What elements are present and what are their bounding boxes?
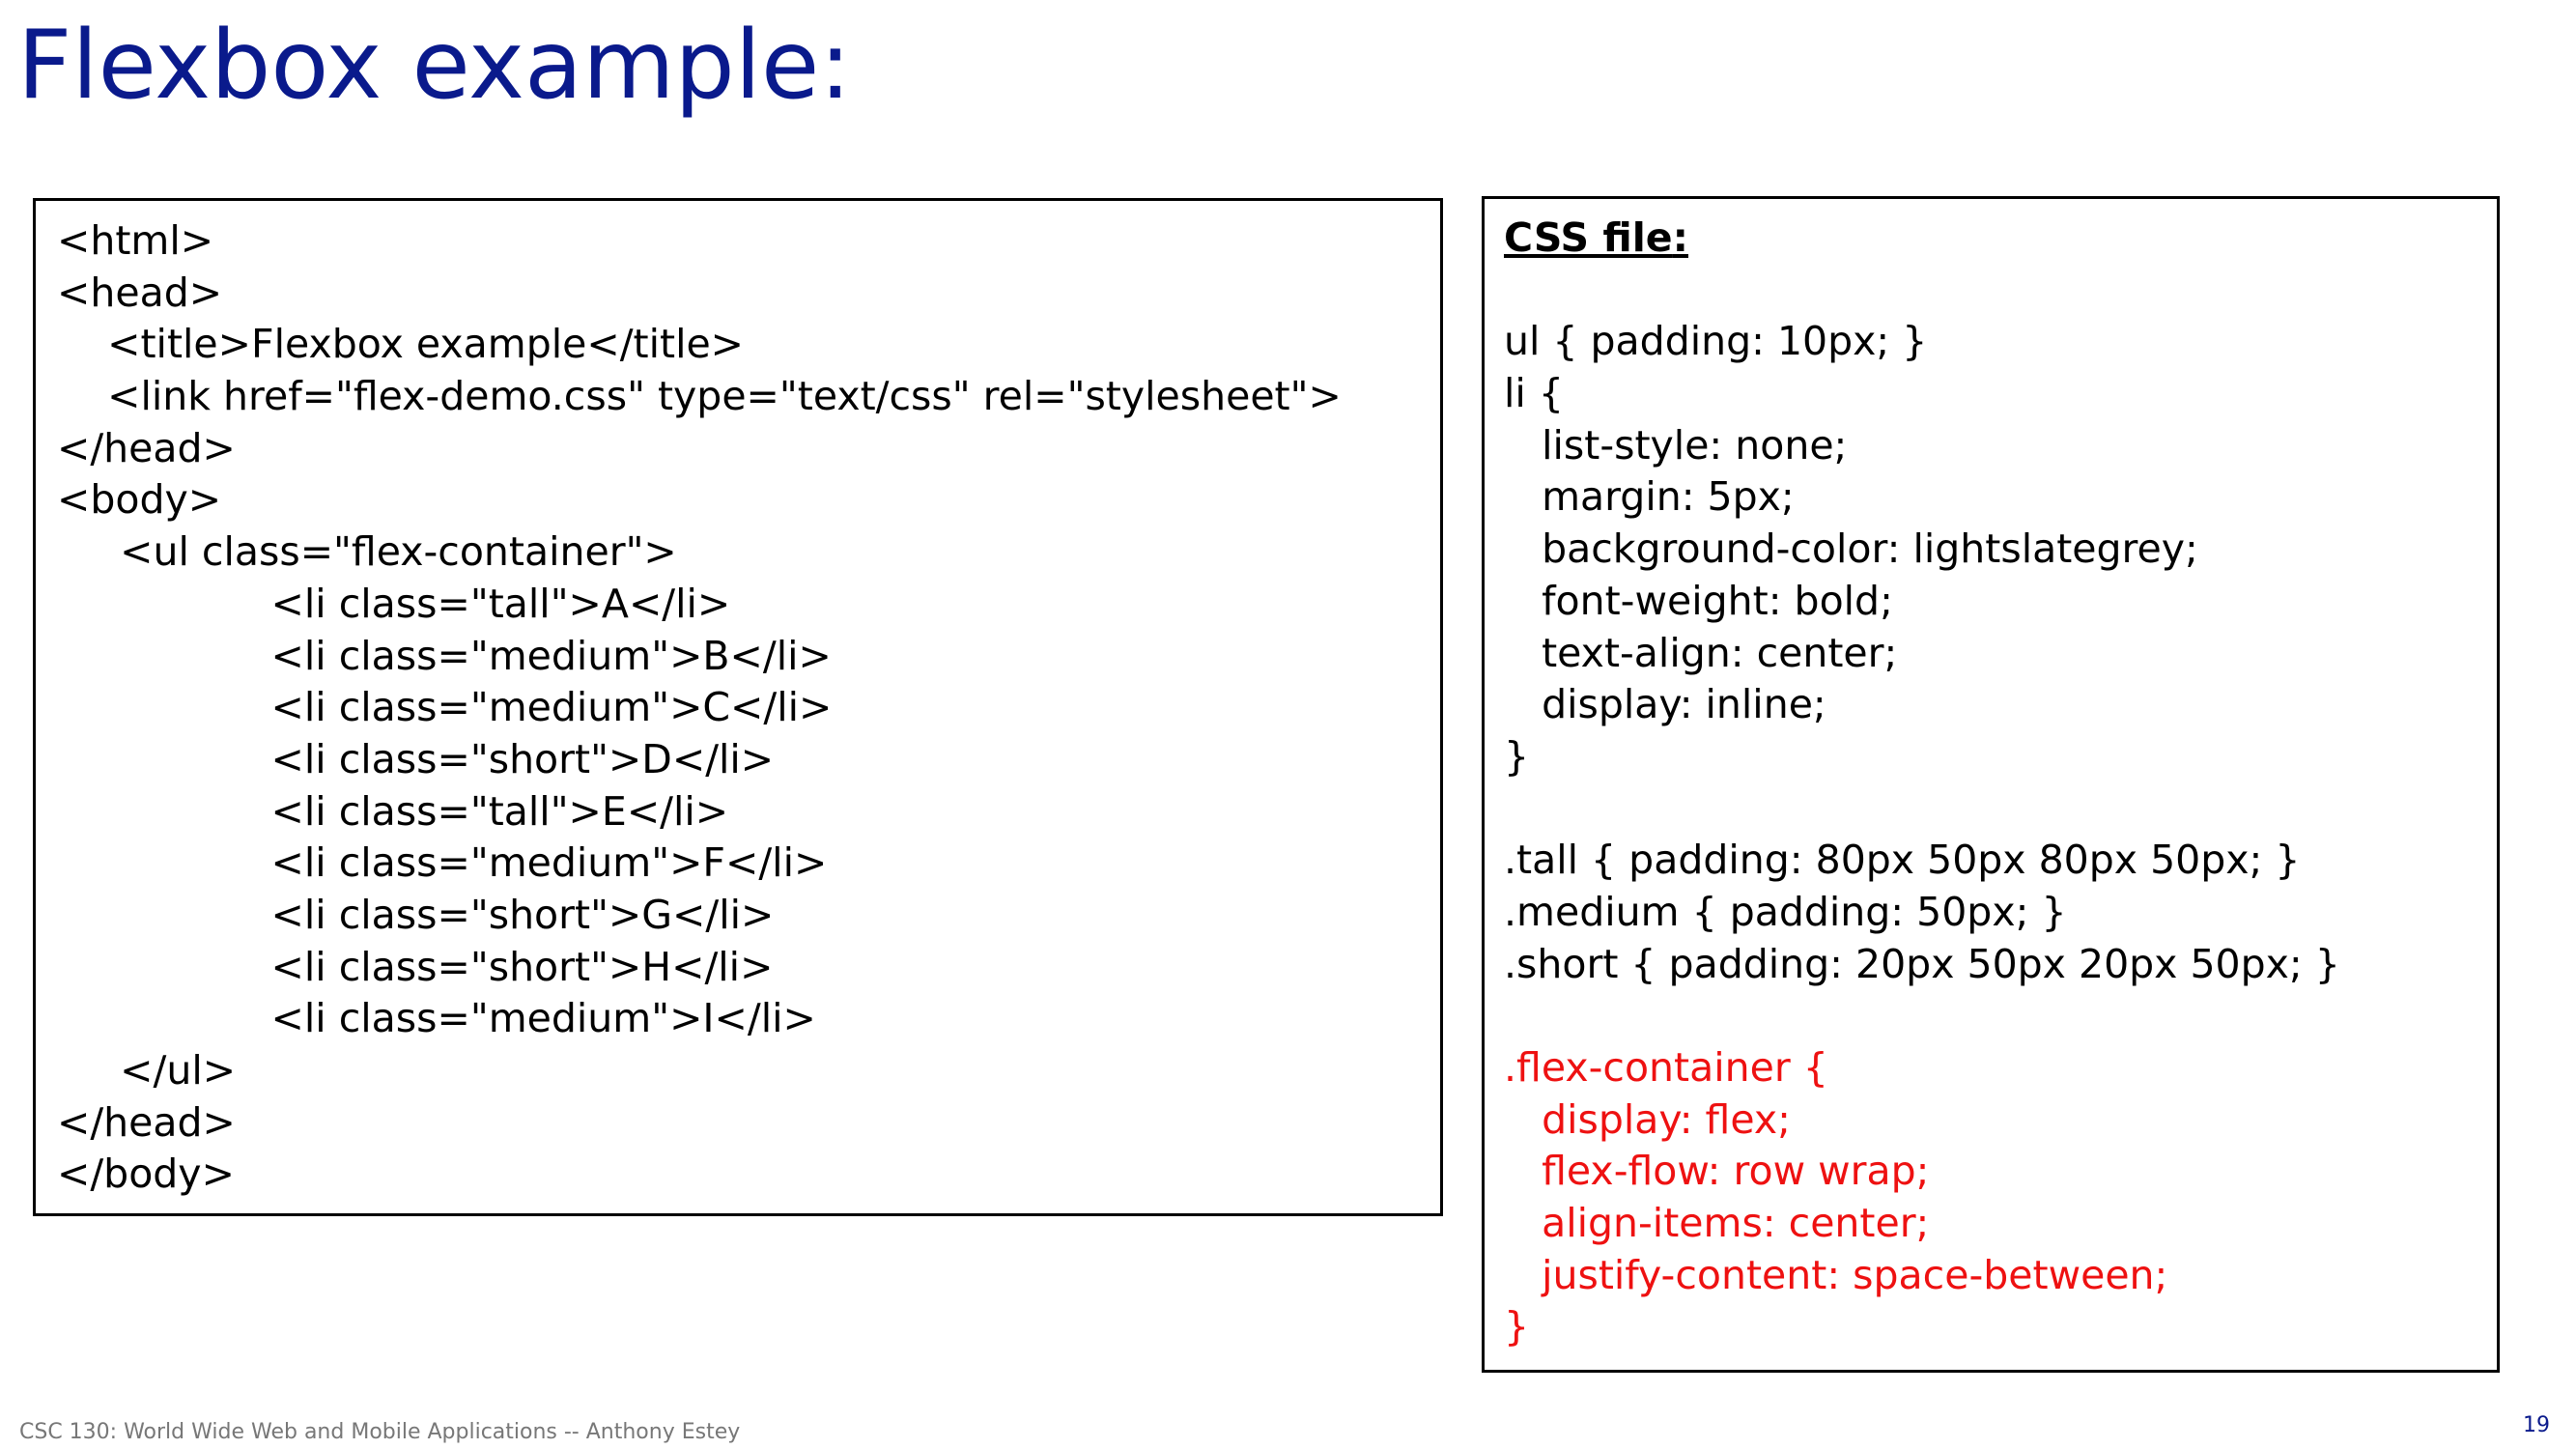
html-code-line: <body> [57,476,222,524]
css-code-line: margin: 5px; [1504,473,1795,521]
css-code-line: ul { padding: 10px; } [1504,318,1928,365]
css-code-line: li { [1504,370,1564,417]
html-code-line: <li class="short">D</li> [57,735,775,782]
html-code-line: </head> [57,424,236,471]
html-code-line: <li class="tall">A</li> [57,580,731,627]
css-code-line: text-align: center; [1504,629,1898,676]
css-file-colon: : [1672,214,1688,261]
css-code-line [1504,783,2497,836]
html-code-line: <head> [57,269,223,316]
css-code-box: CSS file: ul { padding: 10px; } li { lis… [1482,196,2500,1373]
html-code-line: <li class="medium">F</li> [57,839,828,887]
css-code-line: } [1504,732,1530,780]
html-code-line: <ul class="flex-container"> [57,528,677,576]
css-file-heading: CSS file: [1504,213,2497,265]
css-code-line: font-weight: bold; [1504,577,1893,624]
html-code-line: <li class="medium">B</li> [57,632,832,679]
css-code-line: .medium { padding: 50px; } [1504,888,2067,935]
html-code-line: <li class="short">G</li> [57,891,775,938]
slide-footer: CSC 130: World Wide Web and Mobile Appli… [19,1420,741,1444]
css-highlight-line: .flex-container { [1504,1044,1828,1091]
html-code-line: <html> [57,217,214,264]
html-code-line: <li class="medium">C</li> [57,684,833,731]
css-code-line: display: inline; [1504,681,1826,728]
css-highlight-line: justify-content: space-between; [1504,1251,2168,1298]
html-code-line: <link href="flex-demo.css" type="text/cs… [57,373,1342,420]
css-highlight-line: flex-flow: row wrap; [1504,1148,1930,1195]
html-code-line: </ul> [57,1047,237,1094]
css-file-label: CSS file [1504,214,1673,261]
html-code-line: <title>Flexbox example</title> [57,321,745,368]
html-code-line: </head> [57,1098,236,1146]
css-highlight-line: display: flex; [1504,1095,1791,1143]
html-code-line: <li class="short">H</li> [57,943,774,990]
css-code-line: .short { padding: 20px 50px 20px 50px; } [1504,940,2340,987]
slide-title: Flexbox example: [17,11,852,121]
css-code-line: .tall { padding: 80px 50px 80px 50px; } [1504,837,2301,884]
html-code-line: </body> [57,1151,235,1198]
css-highlight-line: align-items: center; [1504,1200,1930,1247]
css-code-line [1504,265,2497,317]
html-code-box: <html> <head> <title>Flexbox example</ti… [33,198,1443,1216]
css-code-line: background-color: lightslategrey; [1504,526,2198,573]
page-number: 19 [2523,1413,2550,1437]
html-code-line: <li class="medium">I</li> [57,995,816,1042]
css-code-line: list-style: none; [1504,421,1848,469]
css-highlight-line: } [1504,1303,1530,1350]
css-code-line [1504,990,2497,1042]
html-code-line: <li class="tall">E</li> [57,787,729,835]
